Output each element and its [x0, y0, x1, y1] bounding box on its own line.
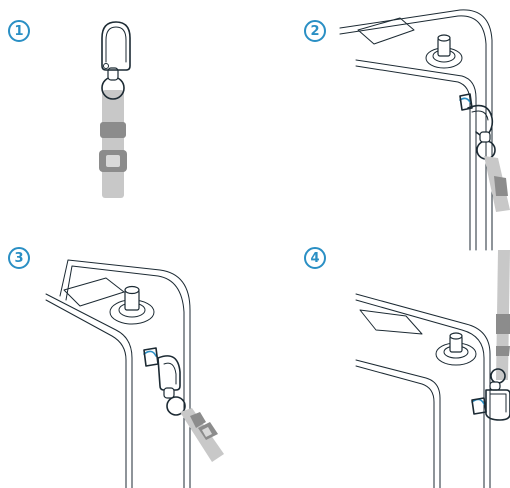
step-1-illustration	[99, 21, 131, 198]
strap-icon	[180, 408, 224, 462]
strap-icon	[484, 156, 510, 212]
strap-icon	[99, 90, 127, 198]
step-3-illustration	[45, 259, 224, 488]
step-2-badge: 2	[304, 20, 326, 42]
carabiner-clip-icon	[101, 21, 131, 100]
carabiner-clip-icon	[485, 368, 510, 421]
carabiner-clip-icon	[157, 355, 186, 416]
step-1-badge: 1	[8, 20, 30, 42]
step-4-badge: 4	[304, 247, 326, 269]
step-4-illustration	[355, 250, 510, 488]
strap-icon	[496, 250, 510, 380]
camera-body-outline	[45, 259, 191, 488]
strap-lug-icon	[143, 347, 159, 367]
camera-body-outline	[355, 293, 491, 488]
strap-lug-icon	[471, 397, 487, 415]
camera-body-outline	[339, 9, 493, 251]
step-2-illustration	[339, 9, 510, 251]
carabiner-clip-icon	[467, 104, 496, 160]
strap-lug-icon	[459, 93, 473, 111]
step-3-badge: 3	[8, 247, 30, 269]
